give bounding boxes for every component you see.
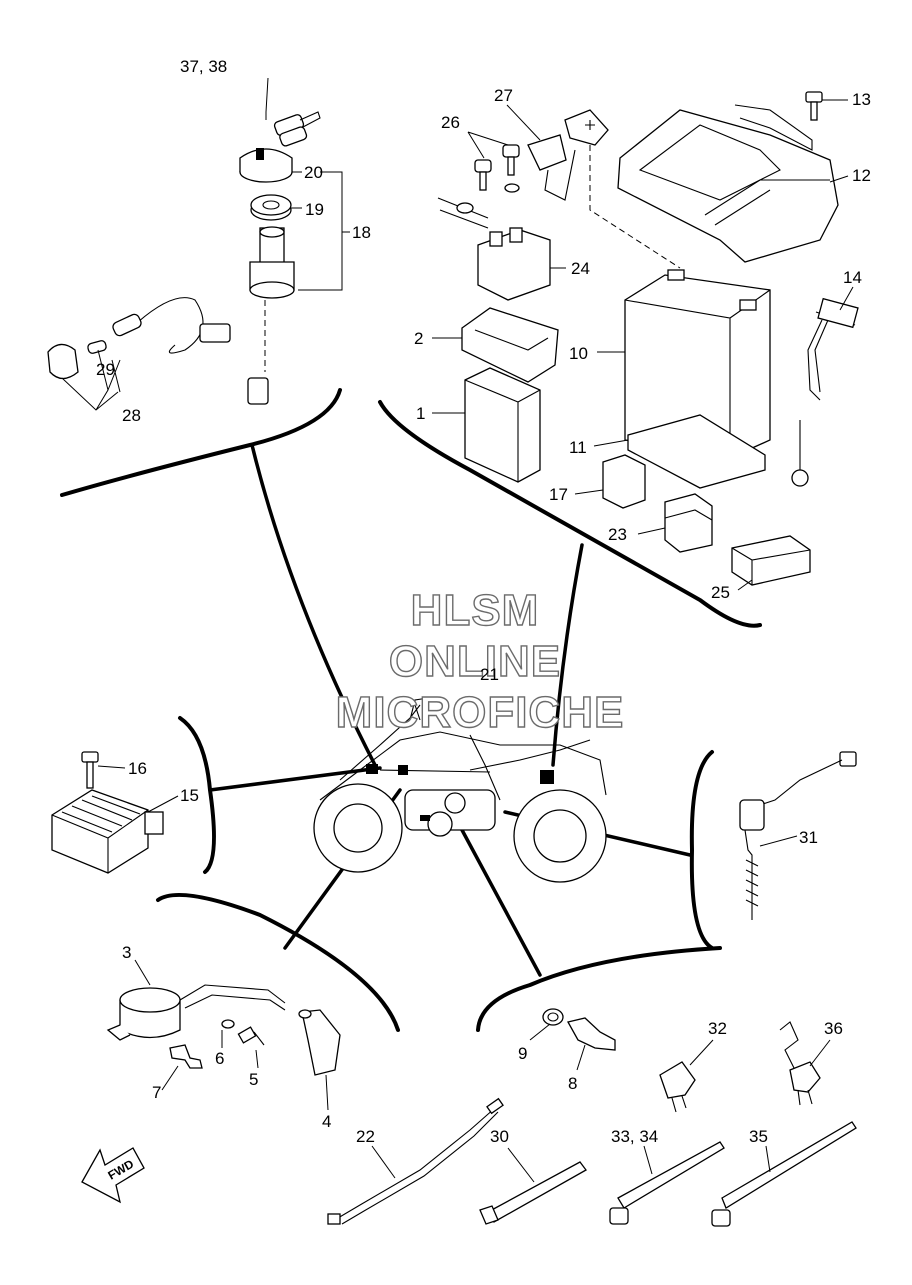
callout-5: 5 [249, 1070, 258, 1089]
callout-21: 21 [480, 665, 499, 684]
callout-20: 20 [304, 163, 323, 182]
callout-7: 7 [152, 1083, 161, 1102]
main-switch-cap-part [239, 148, 293, 183]
tie-33-part [609, 1141, 725, 1225]
bolt-13-part [805, 91, 823, 121]
battery-lead-part [791, 297, 859, 487]
sensor-31-part [739, 751, 857, 920]
cable-ties-group: FWD [81, 1097, 857, 1227]
sensor-31-group [739, 751, 857, 920]
callout-15: 15 [180, 786, 199, 805]
callout-3: 3 [122, 943, 131, 962]
plug-cap-part [298, 1009, 341, 1076]
callout-23: 23 [608, 525, 627, 544]
callout-33-34: 33, 34 [611, 1127, 658, 1146]
callout-4: 4 [322, 1112, 331, 1131]
main-switch-body-part [247, 226, 295, 405]
group-brackets [60, 388, 762, 1032]
screw-5-part [237, 1026, 265, 1046]
watermark-line-3: MICROFICHE [336, 688, 625, 737]
callout-labels: 1 2 3 4 5 6 7 8 9 10 11 12 13 14 15 16 1… [96, 57, 871, 1146]
callout-19: 19 [305, 200, 324, 219]
callout-25: 25 [711, 583, 730, 602]
wire-lead-part [112, 297, 231, 354]
callout-18: 18 [352, 223, 371, 242]
callout-12: 12 [852, 166, 871, 185]
relay-23-part [664, 493, 713, 553]
callout-32: 32 [708, 1019, 727, 1038]
ignition-coil-part [106, 984, 286, 1041]
callout-37-38: 37, 38 [180, 57, 227, 76]
battery-cover-part [617, 104, 839, 263]
fwd-arrow: FWD [81, 1147, 145, 1204]
atv-illustration [313, 697, 607, 883]
callout-14: 14 [843, 268, 862, 287]
callout-35: 35 [749, 1127, 768, 1146]
starter-relay-part [437, 197, 551, 301]
callout-8: 8 [568, 1074, 577, 1093]
callout-1: 1 [416, 404, 425, 423]
fuse-box-part [731, 535, 811, 586]
callout-13: 13 [852, 90, 871, 109]
rectifier-group [51, 751, 179, 874]
callout-31: 31 [799, 828, 818, 847]
ecu-cover-part [461, 307, 559, 383]
callout-10: 10 [569, 344, 588, 363]
tie-35-part [711, 1121, 857, 1227]
terminal-cover-part [527, 109, 681, 269]
callout-30: 30 [490, 1127, 509, 1146]
main-switch-group [47, 77, 350, 411]
bolt-26-part [474, 144, 520, 193]
callout-28: 28 [122, 406, 141, 425]
relay-17-part [602, 454, 646, 509]
battery-part [624, 269, 771, 459]
callout-22: 22 [356, 1127, 375, 1146]
washer-6-part [221, 1019, 235, 1029]
battery-group [432, 91, 859, 591]
watermark-line-1: HLSM [411, 586, 540, 635]
watermark: HLSM ONLINE MICROFICHE [335, 585, 625, 737]
bolt-7-part [169, 1044, 203, 1069]
ignition-coil-group [106, 959, 341, 1111]
callout-9: 9 [518, 1044, 527, 1063]
ecu-part [464, 367, 541, 483]
battery-plate-part [627, 414, 766, 489]
callout-29: 29 [96, 360, 115, 379]
callout-16: 16 [128, 759, 147, 778]
bolt-16-part [81, 751, 99, 789]
neutral-switch-group [529, 1008, 831, 1113]
nut-part [250, 194, 292, 221]
boot-part [47, 340, 107, 380]
rectifier-part [51, 789, 164, 874]
clamp-32-part [659, 1061, 696, 1113]
callout-36: 36 [824, 1019, 843, 1038]
callout-6: 6 [215, 1049, 224, 1068]
lead-22-part [327, 1097, 504, 1225]
callout-2: 2 [414, 329, 423, 348]
clamp-36-part [779, 1021, 821, 1106]
callout-24: 24 [571, 259, 590, 278]
callout-27: 27 [494, 86, 513, 105]
watermark-line-2: ONLINE [389, 637, 561, 686]
tie-30-part [479, 1161, 587, 1225]
callout-26: 26 [441, 113, 460, 132]
switch-8-part [567, 1017, 616, 1051]
key-part [273, 111, 321, 147]
gasket-9-part [542, 1008, 564, 1026]
callout-17: 17 [549, 485, 568, 504]
callout-11: 11 [569, 438, 587, 457]
